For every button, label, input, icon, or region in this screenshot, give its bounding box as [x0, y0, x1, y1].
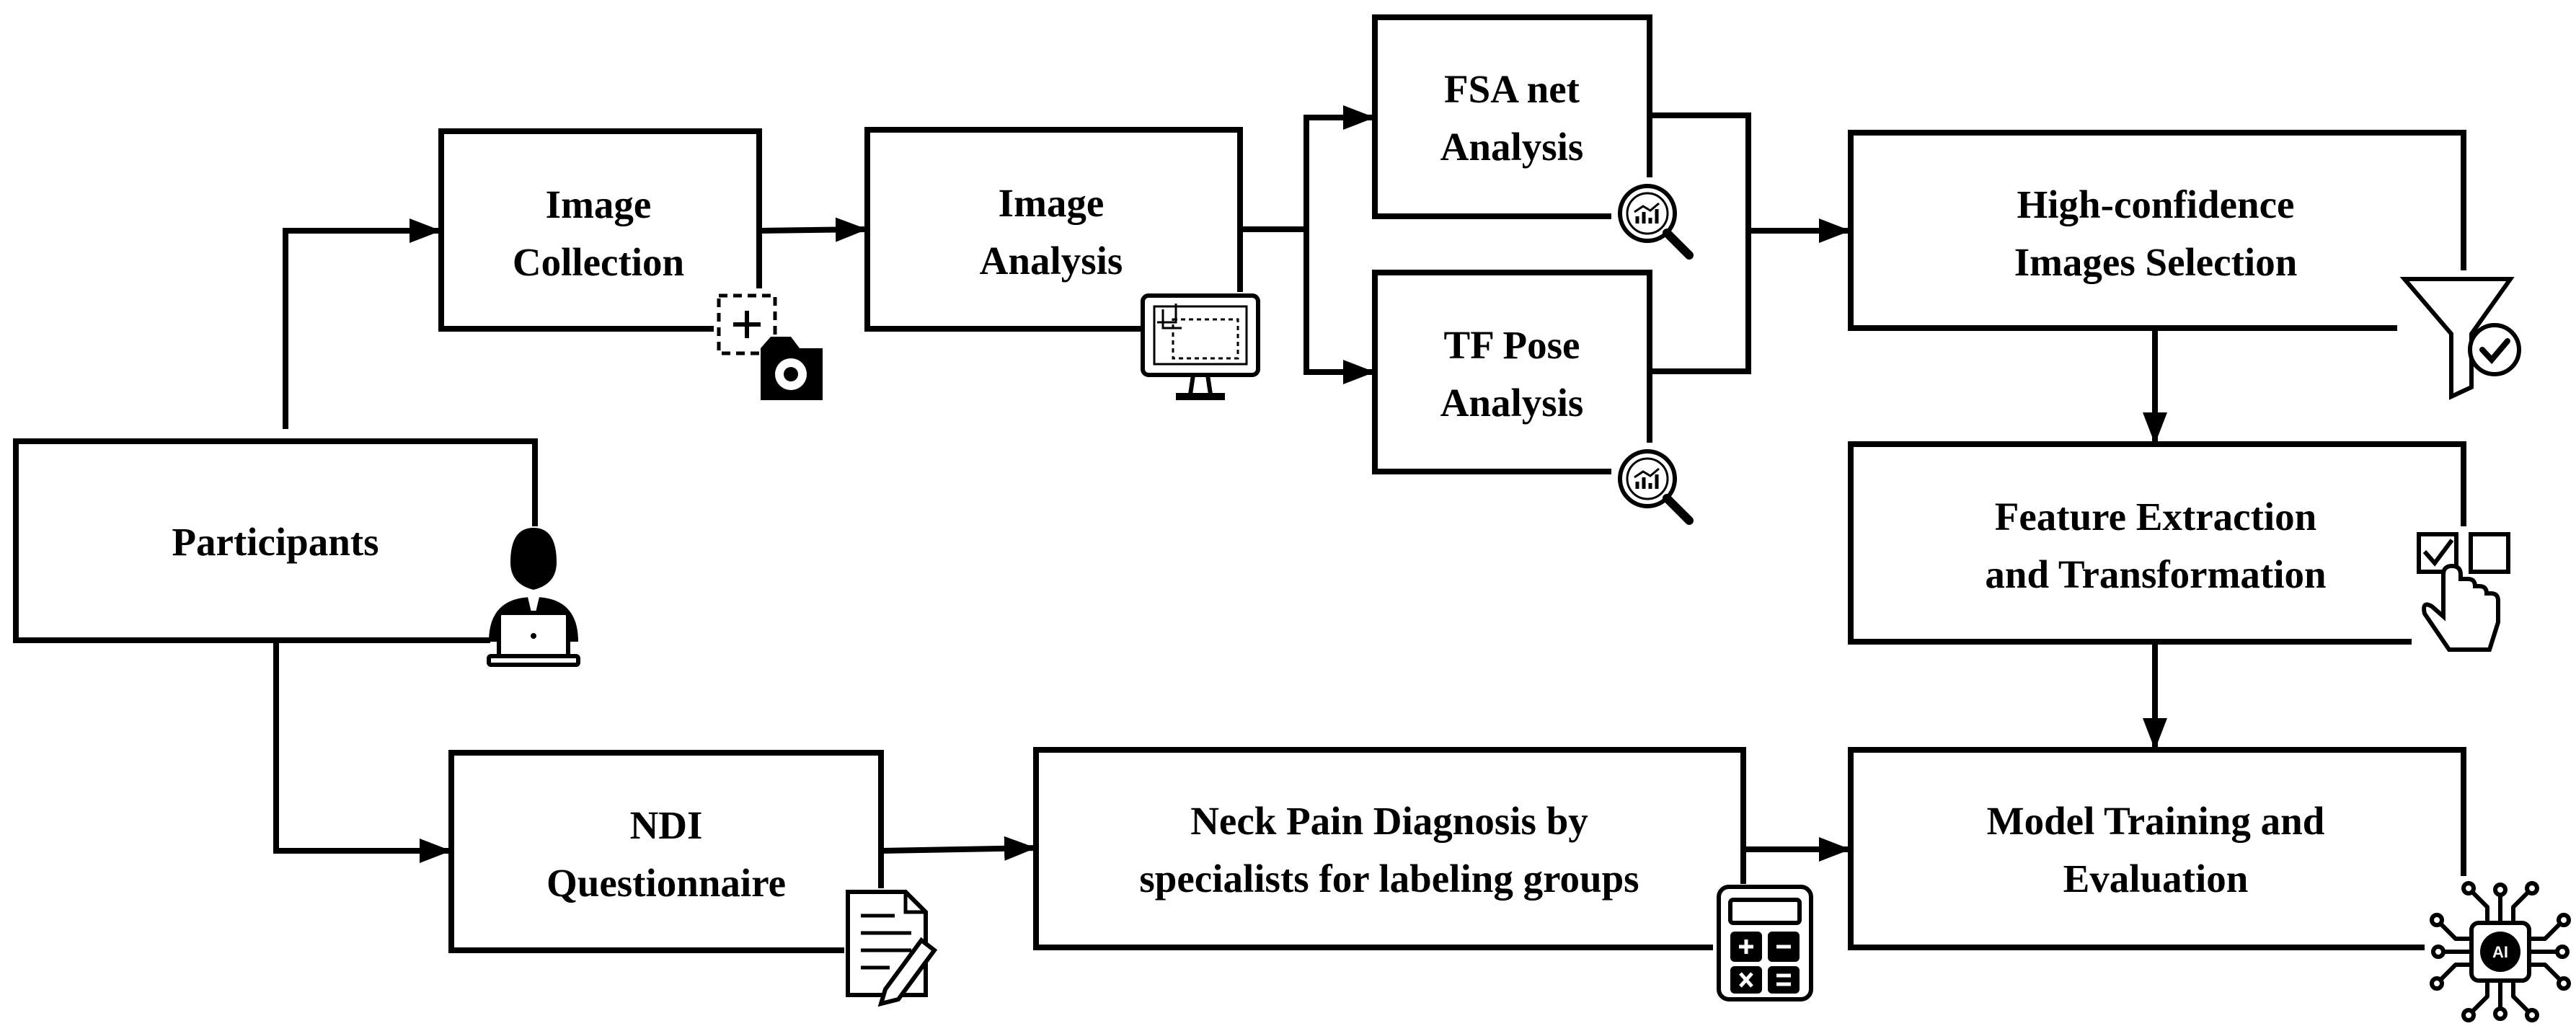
monitor-crop-icon: [1141, 292, 1260, 400]
model-training-label-line2: Evaluation: [2063, 857, 2249, 901]
participants-label: Participants: [172, 520, 379, 564]
svg-text:Analysis: Analysis: [1440, 125, 1584, 169]
arrow-participants-to-ndi: [273, 640, 451, 863]
box-tf-pose-analysis: TF Pose Analysis: [1372, 270, 1652, 474]
svg-text:Collection: Collection: [513, 240, 684, 284]
svg-text:FSA net: FSA net: [1444, 67, 1580, 111]
ai-chip-icon: AI: [2425, 876, 2576, 1026]
svg-text:Analysis: Analysis: [1440, 381, 1584, 425]
model-training-label-line1: Model Training and: [1987, 799, 2325, 843]
person-laptop-icon: [487, 526, 580, 678]
svg-text:TF Pose: TF Pose: [1444, 323, 1580, 367]
svg-text:specialists for labeling group: specialists for labeling groups: [1139, 857, 1639, 901]
ai-chip-label: AI: [2492, 943, 2508, 961]
high-confidence-label-line1: High-confidence: [2017, 182, 2295, 226]
feature-extraction-label-line1: Feature Extraction: [1995, 495, 2317, 539]
connectors: [273, 105, 2167, 863]
arrow-to-tf-pose: [1304, 229, 1375, 384]
document-edit-icon: [844, 888, 942, 1007]
image-collection-label-line2: Collection: [513, 240, 684, 284]
search-chart-icon: [1611, 177, 1694, 260]
box-ndi-questionnaire: NDI Questionnaire: [448, 750, 884, 953]
svg-text:Images Selection: Images Selection: [2014, 240, 2298, 284]
funnel-check-icon: [2397, 270, 2521, 400]
image-analysis-label-line2: Analysis: [980, 239, 1123, 283]
calculator-icon: [1713, 884, 1817, 1005]
ndi-label-line2: Questionnaire: [546, 861, 786, 905]
arrow-participants-to-image-collection: [283, 218, 441, 429]
fsa-net-label-line1: FSA net: [1444, 67, 1580, 111]
high-confidence-label-line2: Images Selection: [2014, 240, 2298, 284]
image-analysis-label-line1: Image: [999, 181, 1105, 225]
box-model-training: Model Training and Evaluation: [1848, 747, 2466, 950]
box-image-collection: Image Collection: [438, 128, 762, 332]
box-fsa-net-analysis: FSA net Analysis: [1372, 14, 1652, 219]
svg-text:Neck Pain Diagnosis by: Neck Pain Diagnosis by: [1190, 799, 1588, 843]
svg-text:Model Training and: Model Training and: [1987, 799, 2325, 843]
neck-pain-label-line1: Neck Pain Diagnosis by: [1190, 799, 1588, 843]
box-high-confidence-selection: High-confidence Images Selection: [1848, 130, 2466, 331]
image-collection-label-line1: Image: [546, 182, 652, 226]
svg-text:and Transformation: and Transformation: [1985, 552, 2326, 596]
svg-text:Analysis: Analysis: [980, 239, 1123, 283]
svg-text:Evaluation: Evaluation: [2063, 857, 2249, 901]
fsa-net-label-line2: Analysis: [1440, 125, 1584, 169]
box-participants: Participants: [13, 438, 538, 643]
arrow-image-collection-to-image-analysis: [758, 217, 868, 242]
svg-text:Image: Image: [999, 181, 1105, 225]
arrow-tf-merge: [1650, 231, 1751, 374]
camera-add-icon: [714, 288, 823, 400]
arrow-to-fsa-net: [1304, 105, 1375, 229]
neck-pain-label-line2: specialists for labeling groups: [1139, 857, 1639, 901]
arrow-fsa-merge: [1650, 112, 1751, 231]
search-chart-icon: [1611, 443, 1694, 525]
svg-text:Participants: Participants: [172, 520, 379, 564]
svg-text:Image: Image: [546, 182, 652, 226]
svg-text:High-confidence: High-confidence: [2017, 182, 2295, 226]
tf-pose-label-line2: Analysis: [1440, 381, 1584, 425]
feature-extraction-label-line2: and Transformation: [1985, 552, 2326, 596]
tf-pose-label-line1: TF Pose: [1444, 323, 1580, 367]
svg-text:Questionnaire: Questionnaire: [546, 861, 786, 905]
arrow-ndi-to-neck-pain: [880, 836, 1037, 861]
checkbox-hand-icon: [2412, 526, 2520, 656]
box-feature-extraction: Feature Extraction and Transformation: [1848, 441, 2466, 645]
box-neck-pain-diagnosis: Neck Pain Diagnosis by specialists for l…: [1033, 747, 1746, 950]
svg-text:Feature Extraction: Feature Extraction: [1995, 495, 2317, 539]
svg-text:NDI: NDI: [630, 803, 703, 847]
ndi-label-line1: NDI: [630, 803, 703, 847]
